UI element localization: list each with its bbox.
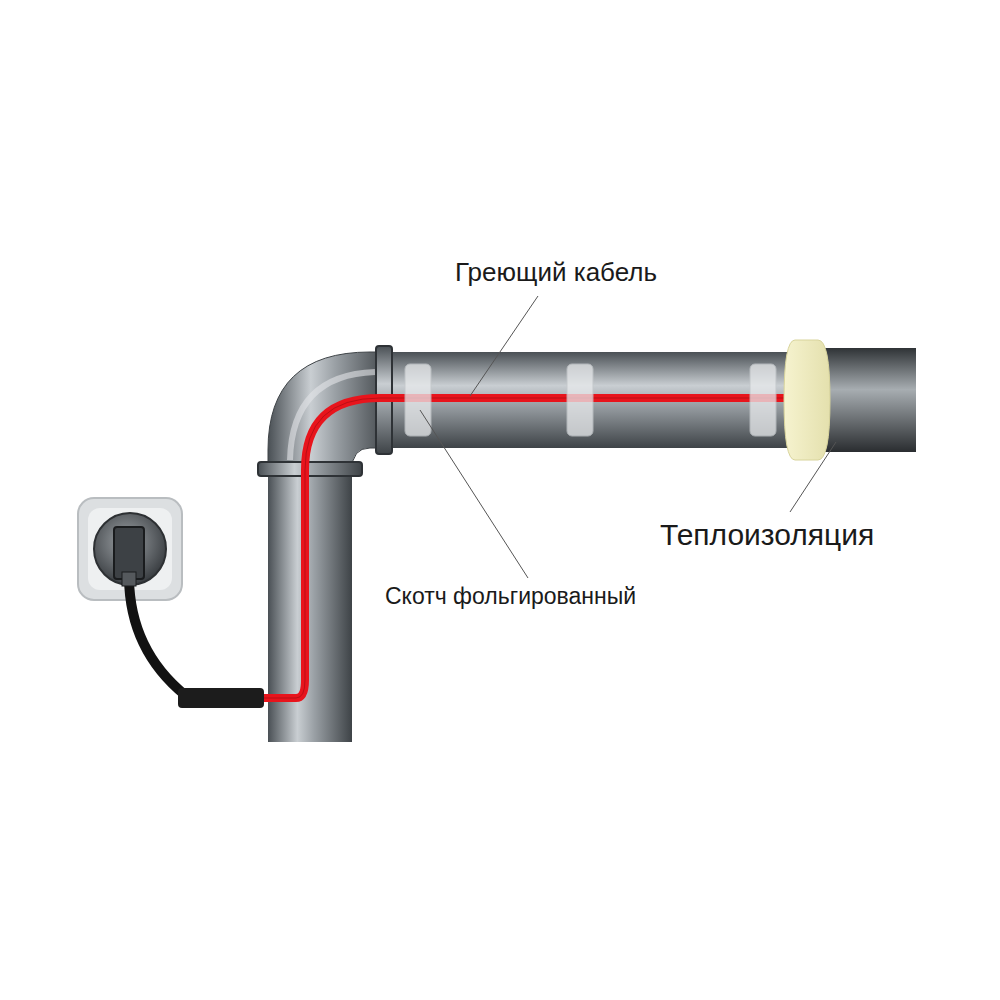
insulation-label: Теплоизоляция [660,518,874,551]
cable-label: Греющий кабель [455,258,657,287]
flange [258,462,362,476]
coupling-sleeve [178,688,264,708]
socket [78,498,182,600]
foil-tape [405,364,776,436]
tape-label: Скотч фольгированный [385,584,636,609]
power-cord [129,578,185,695]
insulation-layer [784,340,830,460]
insulation-shell [818,348,916,452]
plug [114,527,144,579]
